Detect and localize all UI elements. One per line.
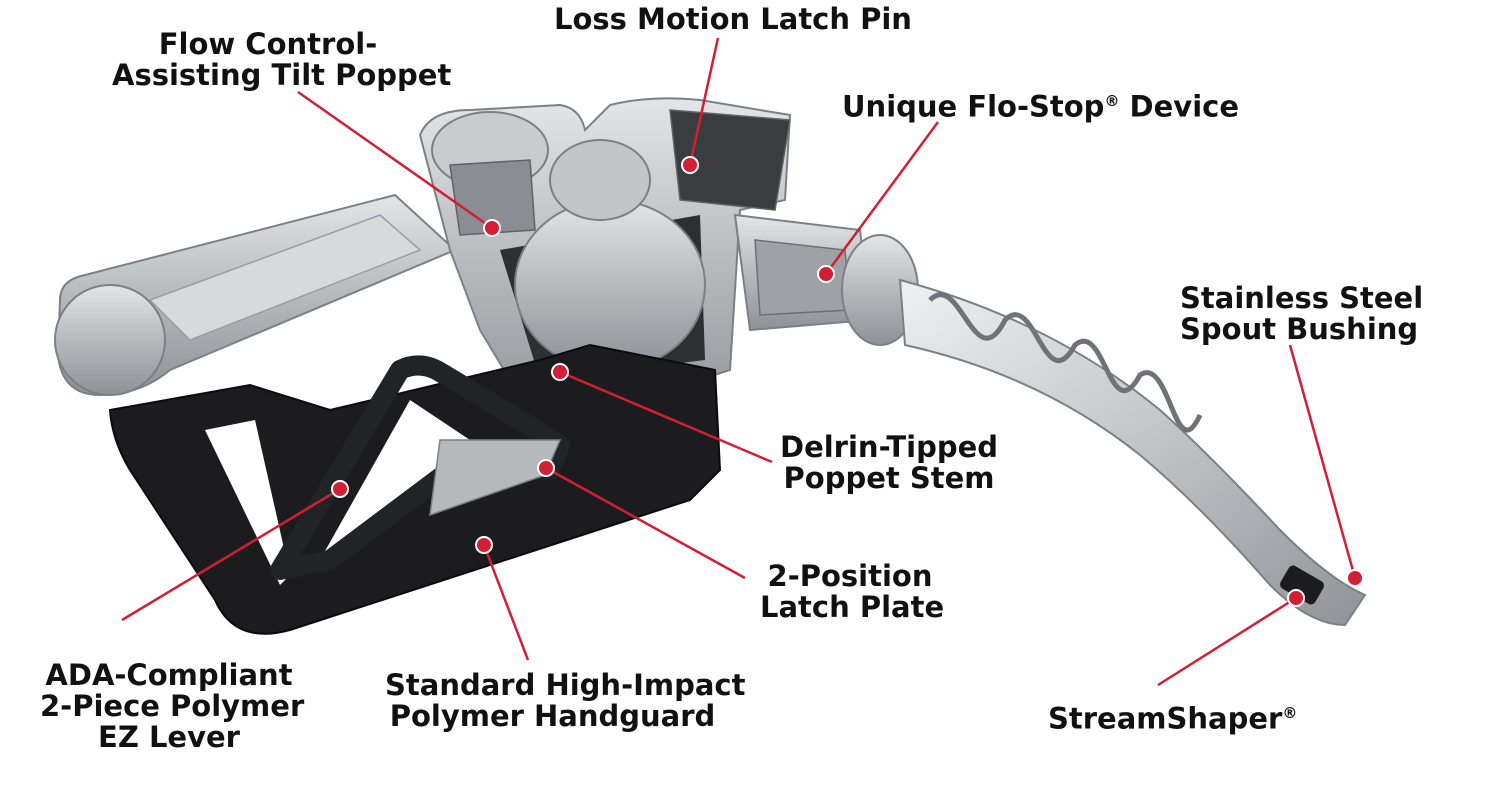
label-latch-plate: 2-Position Latch Plate: [760, 559, 945, 624]
callout-line-ez-lever: [121, 487, 341, 622]
callout-dot-handguard: [475, 536, 493, 554]
callout-line-flow-control: [297, 90, 493, 230]
label-handguard: Standard High-Impact Polymer Handguard: [385, 668, 746, 733]
label-flow-control-poppet: Flow Control- Assisting Tilt Poppet: [112, 27, 452, 92]
callout-dot-streamshaper: [1287, 589, 1305, 607]
label-spout-bushing: Stainless Steel Spout Bushing: [1180, 281, 1424, 346]
handguard-window: [205, 420, 290, 585]
callout-line-handguard: [482, 544, 530, 661]
handle-cutaway: [148, 214, 422, 341]
latch-housing: [669, 109, 791, 211]
callout-line-delrin: [559, 370, 773, 464]
flo-stop-spring: [754, 239, 851, 316]
streamshaper-slot: [1280, 565, 1324, 605]
callout-dot-flow-control: [483, 219, 501, 237]
valve-cap-top: [549, 139, 651, 221]
callout-line-flo-stop: [824, 121, 940, 275]
label-loss-motion-latch-pin: Loss Motion Latch Pin: [554, 2, 912, 36]
callout-dot-latch-plate: [537, 459, 555, 477]
callout-line-loss-motion: [688, 37, 720, 166]
label-delrin-poppet-stem: Delrin-Tipped Poppet Stem: [780, 430, 999, 495]
callout-line-spout-bushing: [1288, 344, 1357, 579]
spout-tube: [898, 278, 1367, 627]
spring-cavity: [449, 159, 536, 236]
inlet-fitting: [54, 284, 166, 396]
callout-dot-flo-stop: [817, 265, 835, 283]
callout-dot-spout-bushing: [1346, 569, 1364, 587]
valve-cap: [514, 199, 706, 371]
label-ez-lever: ADA-Compliant 2-Piece Polymer EZ Lever: [40, 658, 305, 754]
label-flo-stop-device: Unique Flo-Stop® Device: [842, 89, 1239, 124]
callout-line-latch-plate: [545, 466, 746, 580]
callout-dot-ez-lever: [331, 480, 349, 498]
label-streamshaper: StreamShaper®: [1048, 701, 1298, 736]
spout-spring: [928, 292, 1203, 433]
callout-line-streamshaper: [1157, 596, 1297, 687]
lever-opening: [320, 400, 470, 560]
callout-dot-loss-motion: [681, 156, 699, 174]
callout-dot-delrin: [551, 363, 569, 381]
